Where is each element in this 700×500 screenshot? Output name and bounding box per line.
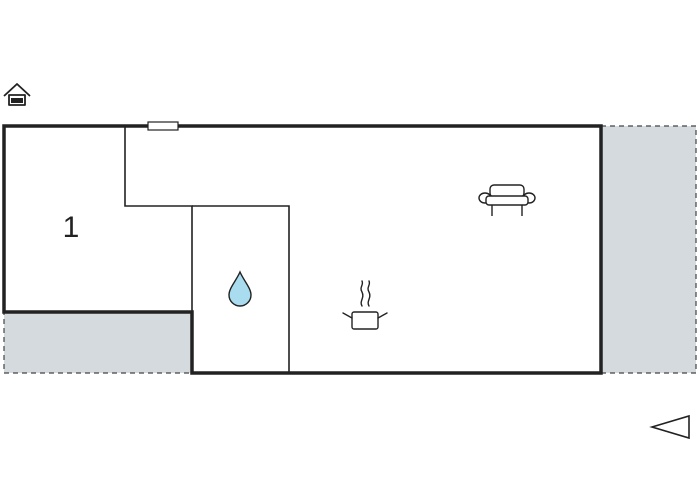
bathroom-wall [192, 205, 290, 373]
cooking-pot-icon [342, 280, 388, 330]
window [147, 121, 179, 131]
house-entrance-icon [3, 83, 31, 106]
outer-wall [2, 124, 603, 375]
sofa-icon [478, 184, 536, 216]
room-label-bedroom: 1 [63, 211, 80, 244]
water-drop-icon [228, 270, 252, 307]
north-arrow-icon [649, 414, 690, 440]
bedroom-wall [124, 126, 193, 312]
terrace-right [600, 125, 697, 374]
terrace-bottom-left [3, 311, 193, 374]
